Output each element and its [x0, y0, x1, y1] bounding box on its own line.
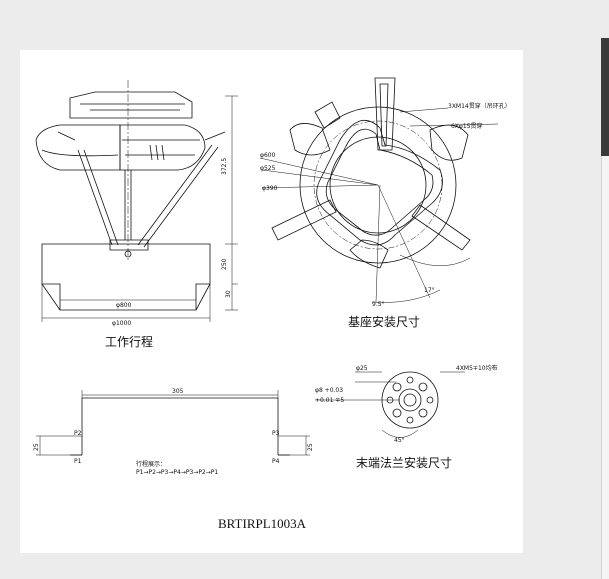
- top-view: [259, 77, 499, 303]
- window-edge-dark: [601, 38, 609, 156]
- base-plate: [316, 119, 443, 246]
- dim-dia-inner: φ800: [116, 302, 132, 309]
- flange-view-caption: 末端法兰安装尺寸: [356, 455, 452, 470]
- note-lifting-holes: 3XM14贯穿（吊环孔）: [448, 102, 511, 110]
- model-code: BRTIRPL1003A: [218, 516, 307, 531]
- flange-hole-note: 4XM5∓10均布: [456, 364, 498, 372]
- stroke-legend-title: 行程展示：: [136, 460, 166, 468]
- flange-view: [315, 371, 465, 438]
- point-p4: P4: [272, 458, 280, 465]
- dim-dia-525: φ525: [260, 165, 276, 172]
- end-platform: [109, 239, 149, 251]
- dim-height-main: 372.5: [221, 158, 228, 175]
- base-circle-outer: [299, 106, 457, 264]
- flange-tol-1: φ8 +0.03: [315, 387, 343, 394]
- drawing-sheet: [20, 50, 523, 553]
- motor-lobe-e: [429, 124, 469, 161]
- point-p2: P2: [74, 430, 82, 437]
- motor-lobe-nw: [289, 123, 331, 156]
- motor-right: [119, 124, 206, 171]
- angle-17: 17°: [424, 287, 435, 294]
- stroke-legend-sequence: P1→P2→P3→P4→P3→P2→P1: [136, 469, 218, 476]
- dim-dia-390: φ390: [262, 185, 278, 192]
- stroke-path: [81, 397, 279, 455]
- robot-head: [69, 91, 193, 119]
- link-rod: [77, 149, 119, 246]
- dim-height-envelope: 250: [221, 258, 228, 270]
- motor-lobe-s: [349, 239, 389, 269]
- point-p3: P3: [272, 430, 280, 437]
- flange-tol-2: +0.01 ∓5: [315, 397, 344, 404]
- stroke-height-left: 25: [33, 443, 40, 451]
- top-view-caption: 基座安装尺寸: [348, 314, 420, 329]
- side-view: [35, 80, 238, 322]
- arm-bar-top: [374, 77, 396, 151]
- angle-9-5: 9.5°: [372, 301, 385, 308]
- arm-bar-right: [411, 204, 471, 251]
- motor-left: [35, 124, 121, 171]
- note-through-holes: 6Xφ15贯穿: [451, 122, 483, 130]
- window-edge-scroll: [601, 156, 609, 579]
- point-p1: P1: [74, 458, 82, 465]
- flange-angle: 45°: [394, 437, 405, 444]
- stroke-view: [36, 390, 310, 456]
- flange-dia-25: φ25: [356, 365, 368, 372]
- side-view-caption: 工作行程: [105, 334, 153, 349]
- dim-dia-outer: φ1000: [112, 320, 131, 327]
- dim-dia-600: φ600: [260, 152, 276, 159]
- arm-bar-left: [271, 199, 337, 241]
- stroke-span: 305: [172, 388, 184, 395]
- dim-height-step: 30: [225, 290, 232, 298]
- stroke-height-right: 25: [307, 443, 314, 451]
